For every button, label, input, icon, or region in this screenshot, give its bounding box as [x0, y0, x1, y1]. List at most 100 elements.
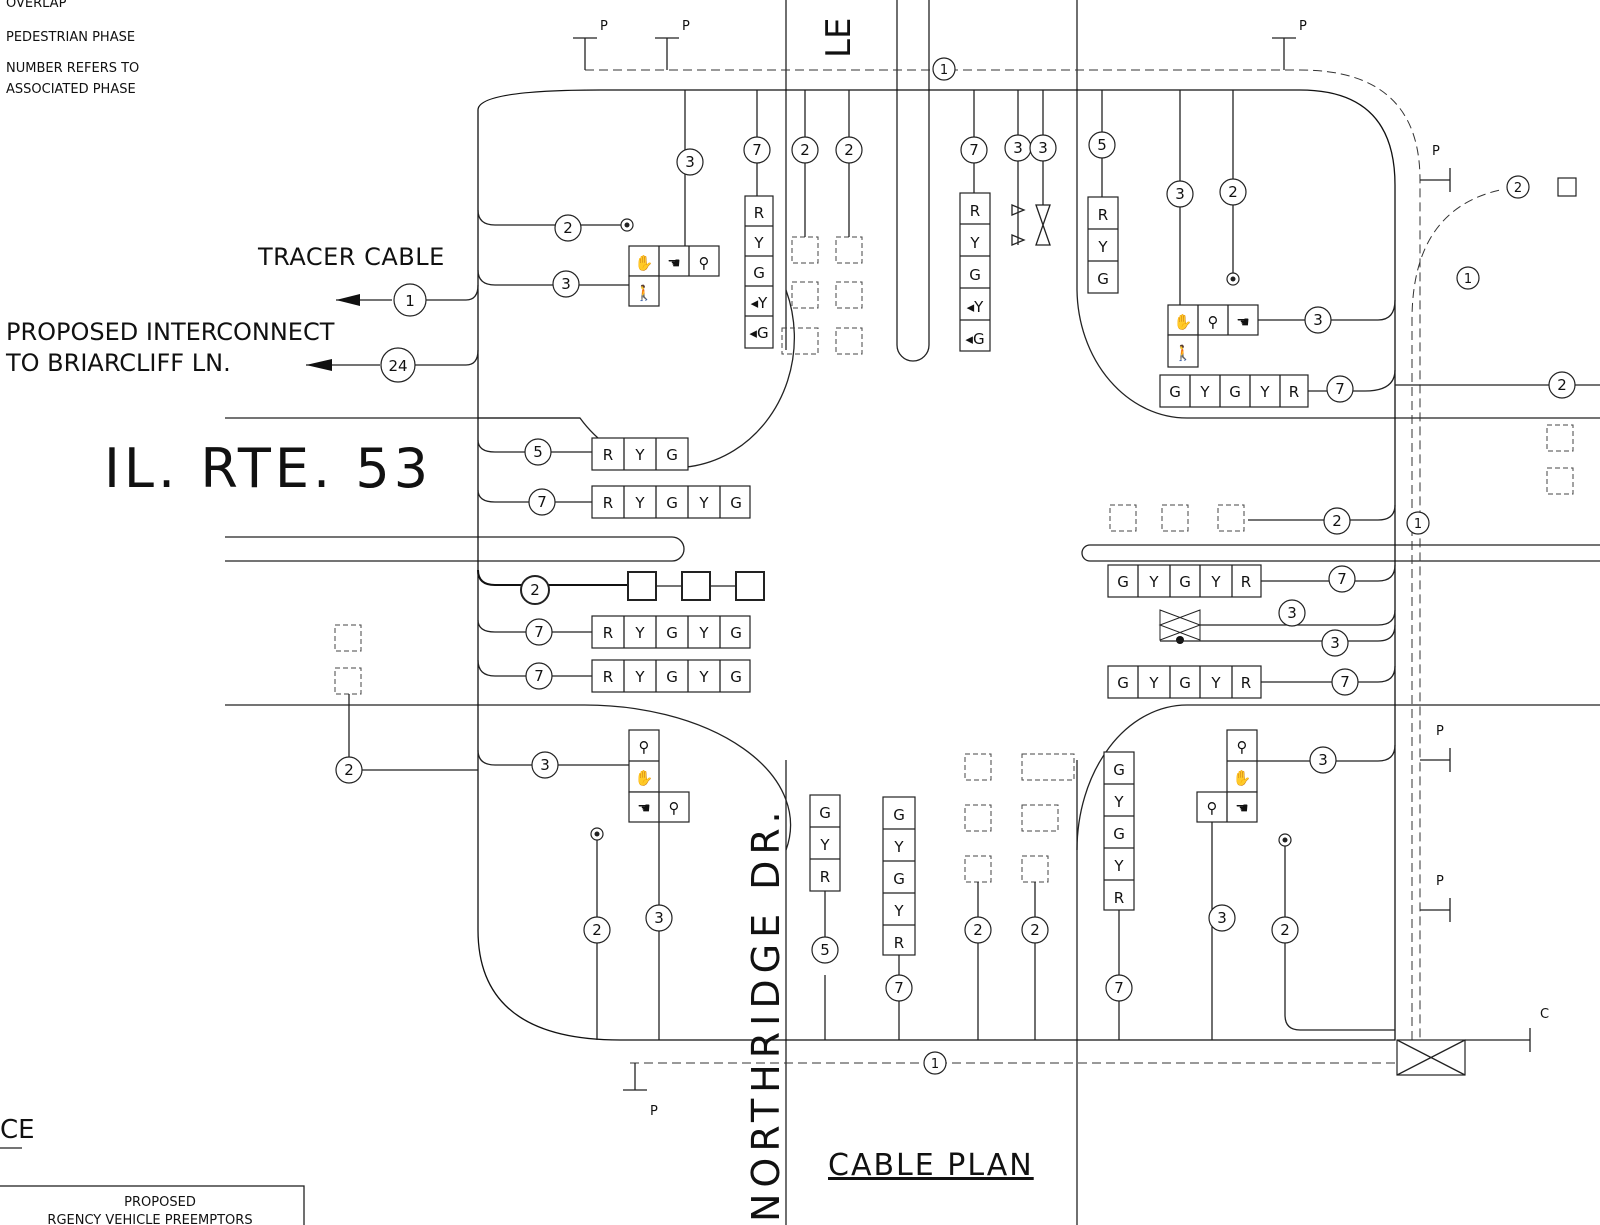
svg-text:3: 3 [1330, 634, 1340, 652]
svg-text:Y: Y [893, 838, 904, 856]
phase-bubble: 3 [1304, 306, 1332, 334]
svg-text:C: C [1540, 1007, 1549, 1022]
svg-text:◂Y: ◂Y [967, 298, 985, 316]
signal-head-east-2: G Y G Y R [1107, 564, 1396, 598]
signal-head-south-2: G Y G Y R [882, 796, 916, 975]
svg-text:Y: Y [1148, 674, 1159, 692]
svg-text:3: 3 [685, 153, 695, 171]
phase-bubble: 3 [1309, 746, 1337, 774]
phase-bubble: 1 [1406, 511, 1430, 535]
ped-head-nw: ✋ ☚ ⚲ 🚶 [628, 245, 720, 307]
svg-text:P: P [682, 19, 690, 34]
hand-icon: ☚ [637, 799, 650, 817]
svg-text:G: G [893, 806, 905, 824]
svg-text:G: G [1117, 573, 1129, 591]
dashed-conduit [585, 69, 1501, 1064]
walk-icon: ⚲ [1237, 738, 1248, 756]
svg-text:Y: Y [893, 902, 904, 920]
svg-text:G: G [730, 624, 742, 642]
phase-bubbles: 3 7 2 2 7 3 3 5 3 2 2 3 1 3 7 2 2 1 1 2 … [335, 57, 1576, 1075]
interconnect-arrow-icon [306, 359, 332, 371]
hand-icon: ✋ [635, 769, 654, 787]
svg-text:Y: Y [634, 494, 645, 512]
street-label-cross: NORTHRIDGE DR. [744, 805, 788, 1222]
walk-icon: 🚶 [1174, 344, 1193, 362]
phase-bubble: 7 [743, 136, 771, 164]
svg-text:G: G [666, 624, 678, 642]
tracer-callout: TRACER CABLE 1 [257, 243, 479, 317]
phase-bubble: 3 [1278, 599, 1306, 627]
legend-ped-phase: PEDESTRIAN PHASE [6, 30, 135, 45]
west-solid-detectors [477, 569, 765, 601]
phase-bubble: 5 [1088, 131, 1116, 159]
svg-text:G: G [1179, 674, 1191, 692]
svg-text:G: G [1117, 674, 1129, 692]
ground-mark-3: P [1272, 19, 1307, 70]
phase-bubble: 3 [1208, 904, 1236, 932]
ground-mark-6: P [1420, 724, 1451, 772]
street-label-cross-top: LE [819, 18, 859, 58]
svg-text:◂G: ◂G [749, 324, 768, 342]
phase-bubble: 2 [1021, 916, 1049, 944]
walk-icon: ⚲ [1208, 313, 1219, 331]
ped-head-se: ⚲ ✋ ⚲ ☚ [1196, 729, 1300, 823]
hand-icon: ✋ [1233, 769, 1252, 787]
svg-text:G: G [1097, 270, 1109, 288]
svg-text:◂Y: ◂Y [751, 294, 769, 312]
svg-text:P: P [600, 19, 608, 34]
preemptor-table: CE PROPOSED RGENCY VEHICLE PREEMPTORS [0, 1115, 305, 1225]
svg-text:R: R [1098, 206, 1108, 224]
phase-bubble: 3 [1166, 180, 1194, 208]
svg-text:5: 5 [820, 941, 830, 959]
walk-icon: 🚶 [635, 284, 654, 302]
phase-bubble: 1 [932, 57, 956, 81]
phase-bubble: 1 [923, 1051, 947, 1075]
phase-bubble: 2 [1219, 178, 1247, 206]
svg-text:3: 3 [1175, 185, 1185, 203]
svg-text:Y: Y [753, 234, 764, 252]
svg-text:1: 1 [1414, 517, 1422, 532]
svg-text:7: 7 [534, 623, 544, 641]
svg-text:R: R [754, 204, 764, 222]
svg-text:Y: Y [969, 234, 980, 252]
svg-text:Y: Y [1210, 573, 1221, 591]
legend: OVERLAP PEDESTRIAN PHASE NUMBER REFERS T… [6, 0, 139, 97]
signal-head-east-1: G Y G Y R [1159, 369, 1396, 408]
ground-marks: P P P P P P P C [573, 19, 1549, 1119]
partial-label: CE [0, 1115, 35, 1145]
svg-text:G: G [819, 804, 831, 822]
svg-text:7: 7 [1114, 979, 1124, 997]
signal-head-east-3: G Y G Y R [1107, 665, 1396, 699]
signal-head-west-1: R Y G [477, 437, 689, 471]
legend-number-note-2: ASSOCIATED PHASE [6, 82, 136, 97]
svg-text:G: G [1113, 825, 1125, 843]
hand-icon: ☚ [667, 254, 680, 272]
tracer-number: 1 [405, 292, 415, 310]
ground-mark-8: C [1465, 1007, 1549, 1052]
phase-bubble: 2 [335, 756, 363, 784]
svg-text:2: 2 [1514, 181, 1522, 196]
svg-text:G: G [969, 266, 981, 284]
svg-text:7: 7 [1337, 570, 1347, 588]
svg-text:7: 7 [1335, 380, 1345, 398]
phase-bubble: 2 [520, 575, 550, 605]
walk-icon: ⚲ [669, 799, 680, 817]
phase-bubble: 3 [1029, 134, 1057, 162]
tracer-label: TRACER CABLE [257, 243, 445, 271]
phase-bubble: 7 [960, 136, 988, 164]
table-header: PROPOSED [124, 1195, 196, 1210]
svg-text:Y: Y [1113, 793, 1124, 811]
hand-icon: ✋ [1174, 313, 1193, 331]
svg-text:2: 2 [1332, 512, 1342, 530]
svg-text:P: P [650, 1104, 658, 1119]
controller-cabinet [1396, 177, 1577, 1076]
svg-text:G: G [1229, 383, 1241, 401]
cable-runs [348, 90, 1600, 1040]
svg-text:G: G [753, 264, 765, 282]
ground-mark-2: P [655, 19, 690, 70]
phase-bubble: 2 [554, 214, 582, 242]
svg-text:Y: Y [698, 668, 709, 686]
svg-text:3: 3 [1038, 139, 1048, 157]
ground-mark-5: P [1420, 144, 1451, 192]
roadway [225, 0, 1600, 1225]
